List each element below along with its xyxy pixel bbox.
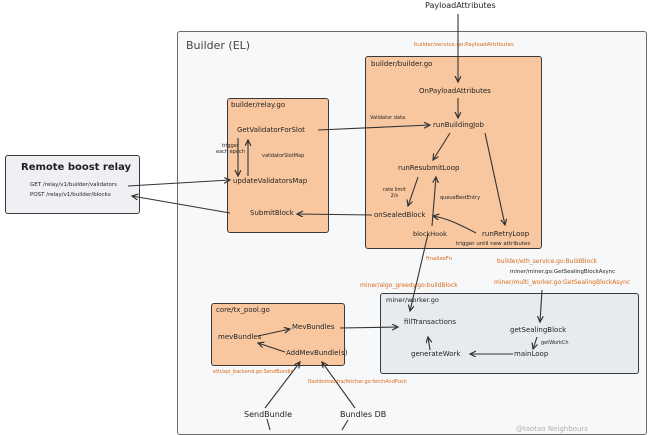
arrow-runbuilding-to-resubmit [433, 132, 451, 160]
worker-go-title: miner/worker.go [386, 296, 439, 304]
watermark: @taotao Neighbours [516, 425, 588, 433]
node-mev-bundles-store: mevBundles [218, 333, 262, 341]
builder-service-note: builder/service.go:PayloadAttributes [414, 42, 514, 48]
api-backend-note: eth/api_backend.go:SendBundle [213, 369, 294, 375]
worker-go-box [380, 293, 639, 374]
node-mev-bundles-fn: MevBundles [292, 323, 335, 331]
arrow-retry-to-onsealed [433, 216, 477, 234]
arrow-relay-to-update [127, 180, 230, 187]
bundles-db-label: Bundles DB [340, 410, 387, 419]
node-generate-work: generateWork [411, 350, 461, 358]
tx-pool-go-title: core/tx_pool.go [216, 306, 270, 314]
node-run-building-job: runBuildingJob [433, 121, 484, 129]
arrow-submit-to-relay [132, 196, 231, 214]
node-block-hook: blockHook [413, 230, 447, 238]
flashbots-fetcher-note: flashbotsextra/fetcher.go:fetchAndPush [308, 379, 407, 385]
relay-go-title: builder/relay.go [231, 101, 286, 109]
rate-limit-note: rate limit 2/s [383, 187, 406, 199]
relay-go-box [227, 98, 329, 233]
finalize-fn-note: finalizeFn [426, 256, 453, 262]
send-bundle-label: SendBundle [244, 410, 292, 419]
remote-relay-title: Remote boost relay [21, 162, 132, 173]
arrow-mevbundles-store-to-fn [257, 329, 290, 337]
validator-data-note: Validator data [370, 115, 406, 121]
multi-worker-note: miner/multi_worker.go:GetSealingBlockAsy… [494, 279, 631, 286]
node-get-validator-for-slot: GetValidatorForSlot [237, 126, 305, 134]
node-run-retry-loop: runRetryLoop [482, 230, 530, 238]
trigger-each-epoch-note: trigger each epoch [216, 143, 245, 155]
algo-greedy-note: miner/algo_greedy.go:buildBlock [360, 282, 458, 289]
retry-trigger-note: trigger until new attributes [456, 241, 531, 247]
node-on-sealed-block: onSealedBlock [374, 211, 426, 219]
node-run-resubmit-loop: runResubmitLoop [398, 164, 460, 172]
arrow-stub-left [266, 418, 271, 431]
arrow-resubmit-to-onsealed [408, 176, 419, 206]
queue-best-entry-note: queueBestEntry [440, 195, 481, 201]
validator-slot-map-note: validatorSlotMap [262, 153, 305, 159]
arrow-runbuilding-to-retry [484, 132, 505, 225]
arrow-bundlesdb-to-add [322, 362, 356, 409]
eth-service-note: builder/eth_service.go:BuildBlock [497, 258, 597, 265]
arrow-blockhook-to-resubmit [431, 177, 436, 227]
node-main-loop: mainLoop [514, 350, 549, 358]
arrow-stub-right [341, 419, 349, 431]
arrow-add-to-mevbundles [258, 343, 286, 353]
builder-go-box [365, 56, 542, 249]
relay-post-endpoint: POST /relay/v1/builder/blocks [30, 192, 111, 198]
node-get-sealing-block: getSealingBlock [510, 326, 567, 334]
arrow-getsealing-to-mainloop [533, 336, 537, 349]
remote-boost-relay-box [5, 155, 140, 214]
arrow-getvalidator-to-runbuilding [317, 125, 430, 131]
arrow-onsealed-to-submit [297, 214, 373, 215]
tx-pool-go-box [211, 303, 345, 366]
node-update-validators-map: updateValidatorsMap [233, 177, 308, 185]
payload-attributes-label: PayloadAttributes [425, 1, 496, 10]
node-fill-transactions: fillTransactions [404, 318, 456, 326]
arrow-ethservice-to-getsealing [540, 289, 542, 322]
miner-sealing-note: miner/miner.go:GetSealingBlockAsync [510, 269, 616, 275]
get-work-ch-note: getWorkCh [541, 340, 569, 346]
builder-el-title: Builder (EL) [186, 39, 251, 52]
arrow-mevbundles-to-fill [339, 327, 398, 328]
arrow-blockhook-to-fill [410, 233, 429, 311]
arrow-generate-to-fill [428, 337, 430, 351]
node-add-mev-bundles: AddMevBundle(s) [286, 349, 348, 357]
relay-get-endpoint: GET /relay/v1/builder/validators [30, 182, 118, 188]
node-submit-block: SubmitBlock [250, 209, 294, 217]
node-on-payload-attributes: OnPayloadAttributes [419, 87, 491, 95]
arrow-sendbundle-to-add [264, 362, 300, 409]
builder-go-title: builder/builder.go [371, 60, 433, 68]
